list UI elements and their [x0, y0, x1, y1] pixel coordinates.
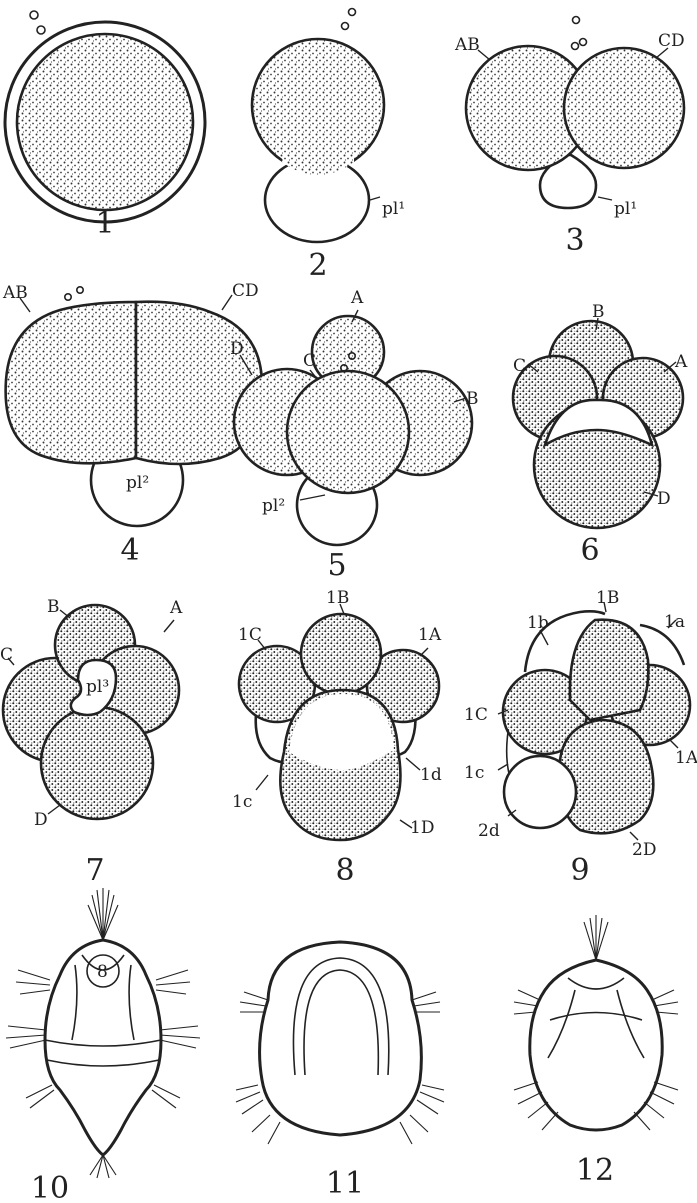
figure-number: 6	[580, 533, 599, 568]
figure-1: 1	[5, 11, 205, 241]
figure-number: 12	[576, 1153, 614, 1188]
polar-body	[349, 9, 356, 16]
label-AB: AB	[2, 283, 28, 303]
label-1A: 1A	[418, 625, 442, 645]
label-1b: 1b	[527, 613, 549, 633]
label-1A: 1A	[675, 748, 697, 768]
velum-line-upper	[568, 978, 624, 989]
label-C: C	[0, 645, 13, 665]
shell-outline-outer	[293, 958, 388, 1075]
larva-body	[260, 942, 422, 1135]
velum-line-lower	[550, 1013, 642, 1021]
figure-number: 2	[308, 248, 327, 283]
figure-number: 8	[335, 853, 354, 888]
blastomere-C	[287, 371, 409, 493]
label-B: B	[47, 597, 60, 617]
figure-7: B A C D pl³ 7	[0, 597, 183, 888]
figure-number: 1	[95, 206, 114, 241]
label-C: C	[513, 356, 526, 376]
shell-band	[548, 990, 575, 1058]
egg-cell	[17, 34, 193, 210]
figure-8: 1C 1B 1A 1c 1d 1D 8	[232, 588, 442, 888]
prototroch-upper	[45, 1040, 161, 1046]
shell-band	[129, 965, 134, 1040]
blastomere-1B	[301, 614, 381, 694]
apical-tuft	[88, 888, 118, 940]
figure-2: pl¹ 2	[252, 9, 405, 284]
label-1C: 1C	[464, 705, 488, 725]
label-CD: CD	[658, 31, 685, 51]
blastomere-CD	[564, 48, 684, 168]
label-A: A	[350, 288, 364, 308]
polar-body	[65, 294, 71, 300]
label-D: D	[657, 489, 671, 509]
label-A: A	[169, 598, 183, 618]
figure-5: A B C D pl² 5	[230, 288, 479, 583]
label-pl3: pl³	[86, 677, 109, 697]
label-D: D	[230, 339, 244, 359]
figure-4: AB CD pl² 4	[2, 281, 262, 568]
prototroch-lower	[47, 1060, 159, 1066]
figure-6: B A C D 6	[513, 302, 688, 568]
label-1D: 1D	[410, 818, 434, 838]
apical-tuft	[584, 915, 608, 960]
label-1B: 1B	[326, 588, 349, 608]
label-8: 8	[97, 962, 108, 982]
figure-number: 7	[85, 853, 104, 888]
label-B: B	[592, 302, 605, 322]
cilia-left	[6, 970, 54, 1108]
polar-body	[30, 11, 38, 19]
label-AB: AB	[454, 35, 480, 55]
figure-number: 4	[120, 533, 139, 568]
figure-3: AB CD pl¹ 3	[454, 17, 685, 259]
larva-body	[530, 960, 662, 1130]
label-D: D	[34, 810, 48, 830]
polar-body	[572, 43, 579, 50]
figure-number: 5	[327, 548, 346, 583]
blastomere-1B	[570, 620, 648, 720]
label-pl2: pl²	[126, 473, 149, 493]
label-1B: 1B	[596, 588, 619, 608]
figure-12: 12	[514, 915, 678, 1188]
cilia-left	[236, 992, 280, 1144]
label-B: B	[466, 389, 479, 409]
polar-body	[342, 23, 349, 30]
label-pl1: pl¹	[382, 199, 405, 219]
figure-number: 9	[570, 853, 589, 888]
label-pl1: pl¹	[614, 199, 637, 219]
polar-body	[37, 26, 45, 34]
label-1c: 1c	[232, 792, 252, 812]
label-2d: 2d	[478, 821, 500, 841]
polar-body	[580, 39, 587, 46]
label-1a: 1a	[664, 612, 685, 632]
figure-11: 11	[236, 942, 444, 1201]
shell-band	[72, 965, 77, 1040]
figure-10: 8 10	[6, 888, 200, 1203]
polar-body	[77, 287, 83, 293]
egg-cell	[252, 39, 384, 171]
figure-number: 11	[326, 1166, 364, 1201]
figure-number: 3	[565, 223, 584, 258]
blastomere-D	[41, 707, 153, 819]
figure-number: 10	[31, 1171, 69, 1203]
label-A: A	[674, 352, 688, 372]
label-C: C	[303, 351, 316, 371]
cilia-right	[152, 970, 200, 1108]
blastomere-AB	[6, 302, 136, 463]
cell-2d	[504, 756, 576, 828]
figure-9: 1b 1B 1a 1C 1c 1A 2D 2d 9	[464, 588, 697, 888]
label-1d: 1d	[420, 765, 442, 785]
label-2D: 2D	[632, 840, 656, 860]
polar-body	[573, 17, 580, 24]
label-CD: CD	[232, 281, 259, 301]
posterior-tuft	[90, 1155, 116, 1178]
label-1c: 1c	[464, 763, 484, 783]
shell-outline-inner	[304, 970, 378, 1075]
label-1C: 1C	[238, 625, 262, 645]
shell-band	[617, 990, 644, 1058]
label-pl2: pl²	[262, 496, 285, 516]
